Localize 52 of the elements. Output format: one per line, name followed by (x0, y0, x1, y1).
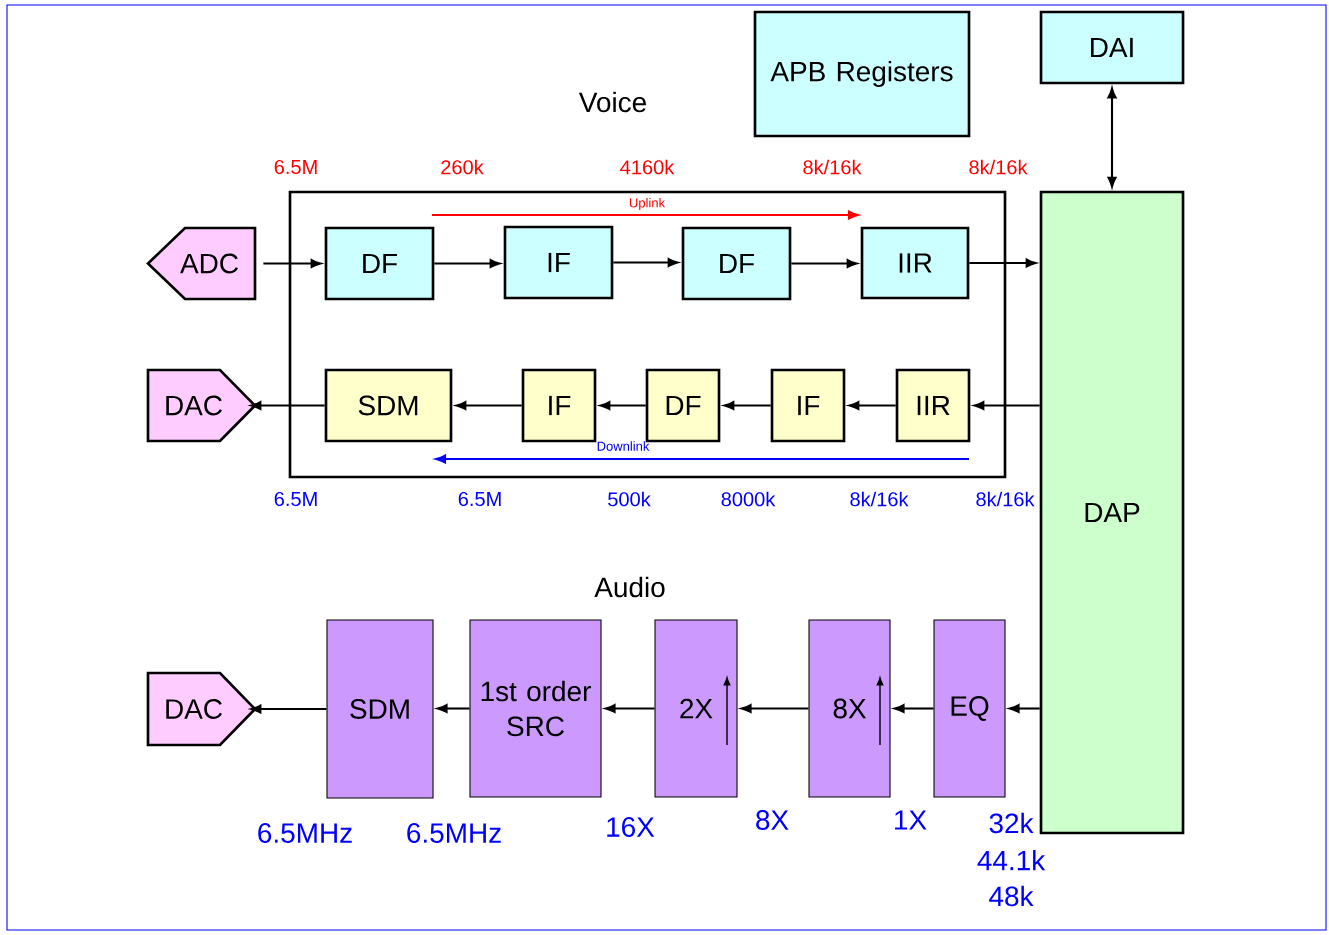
converter-block: ADC (146, 226, 257, 301)
rate-label: 8X (756, 810, 789, 830)
rate-label: 8k/16k (976, 491, 1035, 507)
section-title: Audio (594, 576, 665, 598)
rate-label: 8k/16k (969, 159, 1028, 175)
filter-box: IF (521, 368, 597, 443)
rate-label: 8k/16k (850, 491, 909, 507)
filter-box: DF (681, 226, 792, 301)
filter-box: DF (645, 368, 721, 443)
rate-label: 6.5MHz (407, 823, 501, 843)
arrow (969, 258, 1037, 268)
upsampler-box: 2X (654, 619, 738, 798)
arrow (893, 704, 934, 713)
converter-block: DAC (146, 368, 257, 443)
rate-label: 48k (989, 885, 1034, 907)
rate-label: 4160k (620, 159, 675, 175)
modulator-box: SDM (326, 619, 434, 799)
direction-label: Uplink (629, 197, 666, 211)
filter-box: DF (324, 226, 435, 301)
arrow (250, 704, 327, 714)
rate-label: 260k (441, 159, 484, 175)
arrow (1107, 87, 1117, 188)
rate-label: 6.5M (274, 159, 317, 175)
arrow (1008, 704, 1040, 713)
rate-label: 32k (989, 812, 1034, 834)
filter-box: IF (503, 225, 614, 300)
rate-label: 1X (895, 810, 927, 830)
arrow (604, 704, 655, 713)
converter-block: DAC (146, 671, 257, 747)
converter-box: 1st order SRC (469, 619, 602, 798)
arrow (740, 704, 809, 713)
rate-label: 8k/16k (803, 159, 862, 175)
filter-box: IIR (895, 368, 971, 443)
register-box: APB Registers (753, 10, 971, 138)
rate-label: 16X (607, 817, 655, 837)
equalizer-box: EQ (933, 619, 1006, 798)
filter-box: IIR (860, 226, 970, 300)
rate-label: 6.5M (458, 491, 501, 507)
arrow (436, 704, 470, 713)
processor-box: DAP (1039, 190, 1185, 835)
direction-label: Downlink (597, 441, 650, 451)
group-frame (288, 190, 1007, 479)
filter-box: IF (770, 368, 846, 443)
rate-label: 500k (608, 491, 651, 507)
interface-box: DAI (1039, 10, 1185, 85)
rate-label: 6.5MHz (258, 823, 352, 843)
rate-label: 6.5M (274, 491, 317, 507)
modulator-box: SDM (324, 368, 453, 443)
rate-label: 44.1k (977, 849, 1046, 871)
section-title: Voice (578, 91, 646, 113)
upsampler-box: 8X (808, 619, 891, 798)
rate-label: 8000k (721, 491, 776, 507)
